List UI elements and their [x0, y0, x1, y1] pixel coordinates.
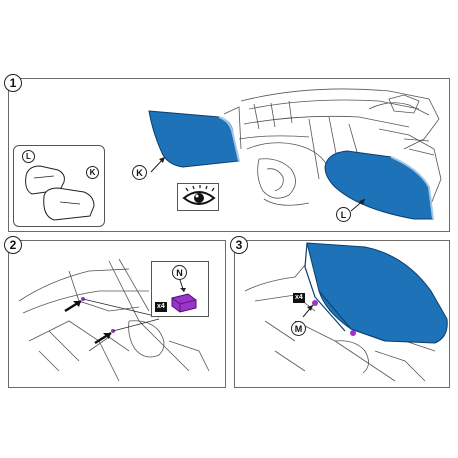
step-3-number: 3	[235, 238, 243, 252]
step-2-panel: 2 N x4	[4, 236, 226, 388]
motorcycle-frame-sketch	[223, 88, 442, 210]
arrowhead-m	[307, 305, 313, 311]
parts-outline-drawing	[25, 165, 95, 221]
callout-n-label: N	[176, 267, 183, 278]
inset-callout-k: K	[86, 166, 99, 179]
callout-k: K	[132, 165, 147, 180]
arrowhead-l	[359, 199, 365, 205]
step-2-illustration	[18, 258, 210, 382]
callout-l-label: L	[340, 209, 347, 220]
callout-l: L	[336, 207, 351, 222]
step-1-illustration	[148, 88, 442, 220]
callout-m: M	[291, 321, 306, 336]
inspection-box	[177, 183, 219, 211]
inset-callout-l-label: L	[26, 152, 31, 161]
parts-outline-inset: L K	[13, 145, 105, 227]
step-2-badge: 2	[4, 236, 22, 254]
step-3-illustration	[244, 242, 448, 382]
fastener-arrows	[64, 297, 160, 345]
step-1-number: 1	[9, 76, 17, 90]
assembled-panel-shape	[306, 242, 448, 344]
step-2-number: 2	[9, 238, 17, 252]
outline-part-l	[25, 165, 65, 195]
callout-m-label: M	[294, 323, 303, 334]
step-1-badge: 1	[4, 74, 22, 92]
inset-callout-l: L	[22, 150, 35, 163]
fastener-m-2	[350, 330, 356, 336]
outline-part-k	[43, 187, 95, 221]
step-3-badge: 3	[230, 236, 248, 254]
eye-icon	[182, 185, 216, 205]
frame-sketch-3	[244, 264, 436, 382]
quantity-m: x4	[293, 293, 305, 303]
quantity-m-label: x4	[295, 294, 303, 301]
quantity-n: x4	[155, 302, 167, 312]
part-l-edge	[390, 156, 434, 220]
step-1-panel: 1 K L L K	[4, 74, 450, 232]
fastener-n-drawing	[171, 279, 197, 313]
part-k-edge	[218, 116, 240, 162]
fastener-n-inset: N x4	[151, 261, 209, 317]
quantity-n-label: x4	[157, 303, 165, 310]
arrowhead-k	[159, 157, 165, 163]
inset-callout-k-label: K	[89, 168, 96, 177]
part-l-shape	[324, 150, 434, 220]
callout-n: N	[172, 265, 187, 280]
step-3-panel: 3 x4 M	[230, 236, 450, 388]
fastener-m-1	[312, 300, 318, 306]
callout-k-label: K	[136, 167, 143, 178]
